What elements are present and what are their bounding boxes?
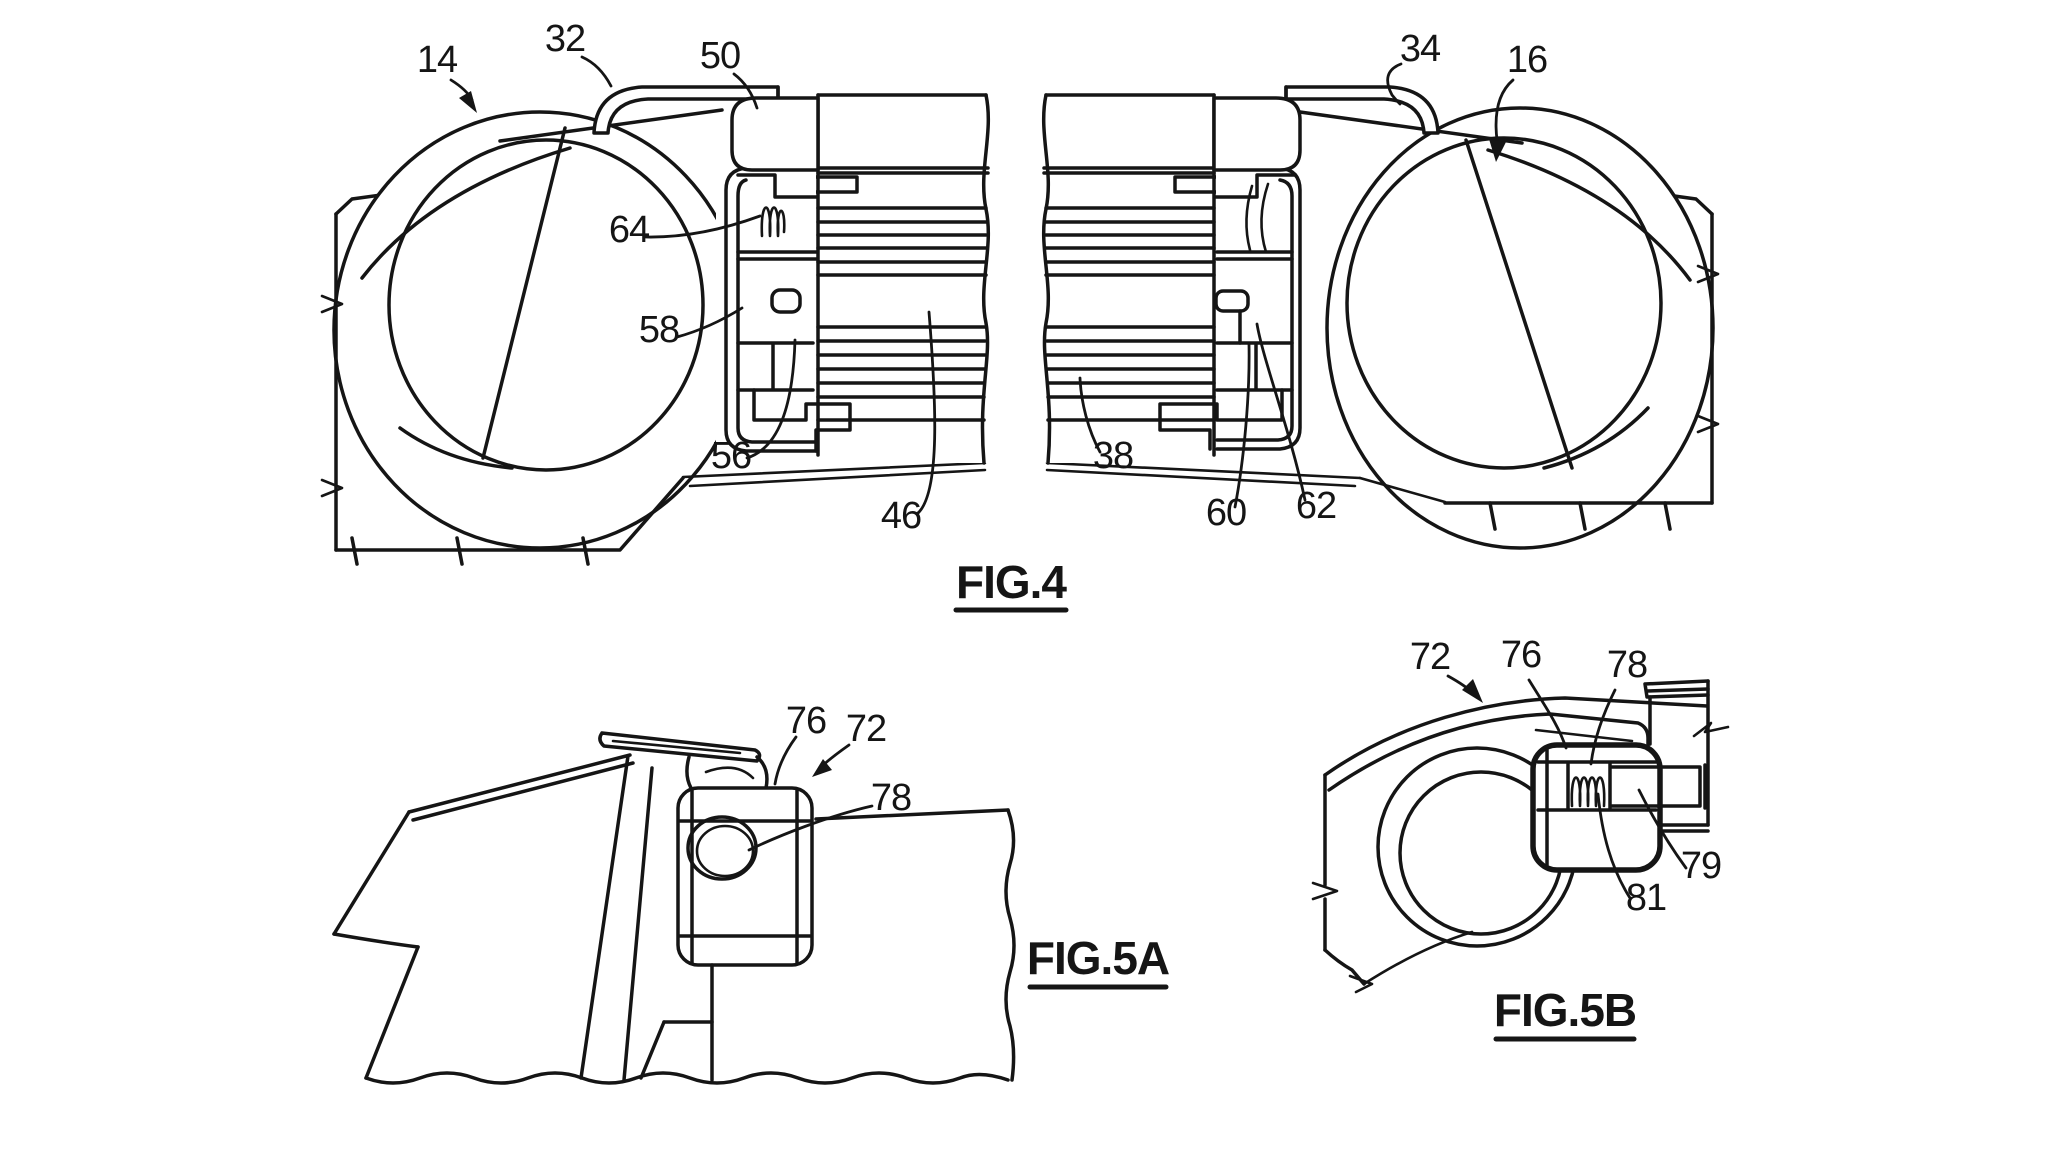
ref-label-72: 72 <box>1410 636 1450 678</box>
fig5b-clamp <box>1530 742 1663 873</box>
ref-label-78: 78 <box>1607 644 1647 686</box>
ref-label-76: 76 <box>1501 634 1541 676</box>
fender-tail <box>1323 948 1366 986</box>
panel-edge-1 <box>579 754 630 1080</box>
ref-label-16: 16 <box>1507 39 1547 81</box>
left-mount-bracket <box>716 166 852 454</box>
break-mark <box>320 478 344 498</box>
ref-label-56: 56 <box>711 435 751 477</box>
break-edge-wavy <box>980 93 991 465</box>
right-wheel <box>1325 106 1715 550</box>
left-hood-line <box>498 108 724 143</box>
fig4-caption: FIG.4 <box>956 556 1067 608</box>
arrowhead-72 <box>1462 679 1483 703</box>
fig5b-drawing: 72 76 78 79 81 FIG.5B <box>1311 634 1730 1042</box>
ref-label-14: 14 <box>417 39 458 81</box>
left-fender-edges <box>320 108 987 566</box>
right-wheel-diagonal <box>1464 138 1574 470</box>
ref-label-64: 64 <box>609 209 650 251</box>
ref-label-58: 58 <box>639 309 679 351</box>
fig5a-leaders <box>747 735 874 852</box>
sheet-break-right-wavy <box>1004 808 1016 1082</box>
clamp-body <box>676 786 814 967</box>
left-rim-outline <box>387 138 705 472</box>
latch-tab <box>1214 289 1250 313</box>
break-edge-wavy <box>1041 93 1052 465</box>
left-wheel-diagonal <box>481 126 567 460</box>
break-mark <box>1696 414 1720 434</box>
ref-label-34: 34 <box>1400 28 1441 70</box>
ref-label-81: 81 <box>1626 877 1666 919</box>
clip-curl <box>704 766 755 780</box>
break-mark <box>1311 881 1339 901</box>
left-rail <box>811 93 991 465</box>
fig5a-post <box>639 963 714 1082</box>
interlock-tab <box>1173 175 1221 194</box>
ref-label-62: 62 <box>1296 485 1336 527</box>
ref-label-72: 72 <box>846 708 886 750</box>
tread-ticks-left <box>350 536 590 566</box>
break-mark <box>320 294 344 314</box>
ref-label-50: 50 <box>700 35 740 77</box>
left-tire-outline <box>332 110 748 550</box>
arrowhead-16 <box>1489 139 1506 162</box>
left-tire-shoulder-arc <box>360 146 572 280</box>
spring-coil-64 <box>760 206 786 238</box>
bracket-foot <box>1158 388 1284 451</box>
ref-label-32: 32 <box>545 18 585 60</box>
panel-break-bottom-wavy <box>364 1071 1010 1085</box>
ref-label-46: 46 <box>881 495 921 537</box>
fig4-leaders <box>449 55 1515 516</box>
latch-tab-56 <box>770 288 802 314</box>
right-strap-handle <box>1284 85 1440 135</box>
ref-label-60: 60 <box>1206 492 1246 534</box>
right-fender-edges <box>1045 110 1720 531</box>
right-mount-bracket <box>1158 166 1308 452</box>
fig5a-caption: FIG.5A <box>1027 932 1169 984</box>
fig5a-drawing: 76 72 78 FIG.5A <box>332 700 1170 1085</box>
right-rail <box>1041 93 1221 465</box>
fig5a-clamp <box>676 786 814 967</box>
break-mark <box>1696 264 1720 284</box>
ref-label-76: 76 <box>786 700 826 742</box>
tail-arc <box>1362 930 1474 986</box>
left-wheel <box>332 110 748 550</box>
fig5a-right-sheet <box>814 808 1016 1082</box>
ref-label-78: 78 <box>871 777 911 819</box>
ref-label-79: 79 <box>1681 845 1721 887</box>
right-tire-lower-arc <box>1542 406 1650 470</box>
left-tire-lower-arc <box>398 426 514 470</box>
arrowhead-72 <box>812 759 832 777</box>
break-mark <box>1692 721 1730 738</box>
fig4-drawing: 14 32 50 34 16 64 58 56 46 38 60 62 FIG.… <box>320 18 1720 613</box>
spring-coil-78 <box>1570 776 1606 808</box>
fig5b-leaders <box>1446 674 1688 900</box>
top-block-right <box>1212 96 1302 172</box>
bracket-foot <box>752 388 852 453</box>
arrowhead-14 <box>459 91 477 113</box>
hook-recess-79 <box>1610 763 1707 810</box>
fig5a-panel <box>332 753 1010 1085</box>
top-block-50 <box>730 96 820 172</box>
panel-edge-2 <box>622 766 654 1082</box>
tread-ticks-right <box>1488 501 1672 531</box>
right-hood-line <box>1298 110 1524 145</box>
fender-arc-inner <box>1327 712 1650 792</box>
bracket-vanes <box>1245 182 1270 254</box>
interlock-tab <box>811 175 859 194</box>
fig5b-fender-panel <box>1311 696 1709 994</box>
fender-arc-outer <box>1323 696 1709 777</box>
fig5b-caption: FIG.5B <box>1494 984 1636 1036</box>
break-mark <box>1348 974 1374 994</box>
right-tire-outline <box>1325 106 1715 550</box>
fig4-labels: 14 32 50 34 16 64 58 56 46 38 60 62 <box>417 18 1548 537</box>
fig5a-clip-blade <box>598 731 769 790</box>
right-tire-shoulder-arc <box>1486 148 1692 282</box>
right-rim-outline <box>1345 136 1663 470</box>
ref-label-38: 38 <box>1093 435 1133 477</box>
fig5b-labels: 72 76 78 79 81 <box>1410 634 1722 919</box>
fig5a-labels: 76 72 78 <box>786 700 912 819</box>
